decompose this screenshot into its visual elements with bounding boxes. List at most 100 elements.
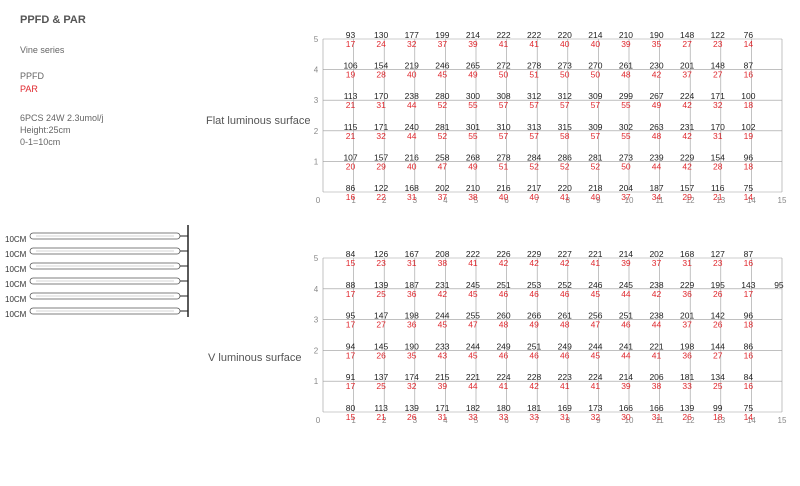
ppfd-value: 227 <box>558 249 572 259</box>
par-value: 48 <box>499 320 509 330</box>
ppfd-value: 241 <box>619 341 633 351</box>
ppfd-value: 233 <box>435 341 449 351</box>
par-value: 32 <box>591 412 601 422</box>
par-value: 21 <box>376 412 386 422</box>
ppfd-value: 134 <box>711 372 725 382</box>
x-tick-label: 7 <box>535 416 540 425</box>
ppfd-value: 148 <box>711 61 725 71</box>
ppfd-value: 87 <box>744 249 754 259</box>
ppfd-value: 80 <box>346 403 356 413</box>
ppfd-value: 238 <box>649 280 663 290</box>
par-value: 26 <box>682 412 692 422</box>
par-value: 17 <box>346 350 356 360</box>
ppfd-value: 244 <box>435 311 449 321</box>
ppfd-value: 157 <box>680 183 694 193</box>
par-value: 39 <box>621 258 631 268</box>
ppfd-value: 224 <box>680 91 694 101</box>
par-value: 46 <box>560 289 570 299</box>
x-tick-label: 14 <box>747 196 756 205</box>
par-value: 31 <box>713 131 723 141</box>
ppfd-value: 147 <box>374 311 388 321</box>
ppfd-value: 168 <box>680 249 694 259</box>
ppfd-value: 142 <box>711 311 725 321</box>
x-tick-label: 0 <box>316 196 321 205</box>
par-value: 49 <box>529 320 539 330</box>
par-value: 38 <box>438 258 448 268</box>
ppfd-value: 313 <box>527 122 541 132</box>
ppfd-value: 229 <box>680 280 694 290</box>
ppfd-value: 168 <box>405 183 419 193</box>
par-value: 45 <box>438 320 448 330</box>
ppfd-value: 310 <box>496 122 510 132</box>
series-name: Vine series <box>20 45 65 55</box>
ppfd-value: 171 <box>711 91 725 101</box>
par-value: 15 <box>346 412 356 422</box>
ppfd-value: 251 <box>496 280 510 290</box>
tube-spacing-label: 10CM <box>5 250 27 259</box>
ppfd-value: 280 <box>435 91 449 101</box>
par-value: 32 <box>407 381 417 391</box>
ppfd-value: 201 <box>680 61 694 71</box>
ppfd-value: 214 <box>619 249 633 259</box>
x-tick-label: 1 <box>351 416 356 425</box>
par-value: 40 <box>560 39 570 49</box>
par-value: 52 <box>438 100 448 110</box>
par-value: 42 <box>560 258 570 268</box>
par-value: 35 <box>407 350 417 360</box>
par-value: 40 <box>499 192 509 202</box>
ppfd-value: 166 <box>649 403 663 413</box>
ppfd-value: 238 <box>649 311 663 321</box>
ppfd-value: 312 <box>558 91 572 101</box>
par-value: 45 <box>591 350 601 360</box>
par-value: 57 <box>591 131 601 141</box>
par-value: 16 <box>744 381 754 391</box>
ppfd-value: 261 <box>558 311 572 321</box>
ppfd-value: 244 <box>588 341 602 351</box>
par-value: 48 <box>621 70 631 80</box>
par-value: 16 <box>744 70 754 80</box>
ppfd-value: 221 <box>466 372 480 382</box>
ppfd-value: 202 <box>649 249 663 259</box>
ppfd-value: 206 <box>649 372 663 382</box>
par-value: 39 <box>621 381 631 391</box>
ppfd-value: 228 <box>527 372 541 382</box>
par-value: 32 <box>407 39 417 49</box>
ppfd-value: 130 <box>374 30 388 40</box>
ppfd-value: 220 <box>558 183 572 193</box>
par-value: 52 <box>560 161 570 171</box>
ppfd-value: 198 <box>680 341 694 351</box>
par-value: 17 <box>744 289 754 299</box>
ppfd-value: 190 <box>405 341 419 351</box>
x-tick-label: 12 <box>686 416 695 425</box>
ppfd-value: 309 <box>588 91 602 101</box>
ppfd-value: 154 <box>374 61 388 71</box>
ppfd-value: 239 <box>649 152 663 162</box>
ppfd-value: 224 <box>588 372 602 382</box>
ppfd-value: 84 <box>744 372 754 382</box>
par-value: 33 <box>682 381 692 391</box>
par-value: 51 <box>499 161 509 171</box>
par-value: 16 <box>744 258 754 268</box>
ppfd-value: 87 <box>744 61 754 71</box>
ppfd-value: 265 <box>466 61 480 71</box>
ppfd-value: 301 <box>466 122 480 132</box>
par-value: 33 <box>468 412 478 422</box>
ppfd-value: 281 <box>588 152 602 162</box>
par-value: 55 <box>621 100 631 110</box>
ppfd-value: 181 <box>680 372 694 382</box>
ppfd-value: 216 <box>405 152 419 162</box>
ppfd-value: 148 <box>680 30 694 40</box>
par-value: 37 <box>438 192 448 202</box>
ppfd-value: 202 <box>435 183 449 193</box>
ppfd-value: 299 <box>619 91 633 101</box>
ppfd-value: 270 <box>588 61 602 71</box>
par-value: 42 <box>499 258 509 268</box>
ppfd-value: 284 <box>527 152 541 162</box>
ppfd-value: 137 <box>374 372 388 382</box>
x-tick-label: 5 <box>474 416 479 425</box>
ppfd-value: 219 <box>405 61 419 71</box>
par-value: 49 <box>652 100 662 110</box>
par-value: 27 <box>376 320 386 330</box>
par-value: 42 <box>529 258 539 268</box>
